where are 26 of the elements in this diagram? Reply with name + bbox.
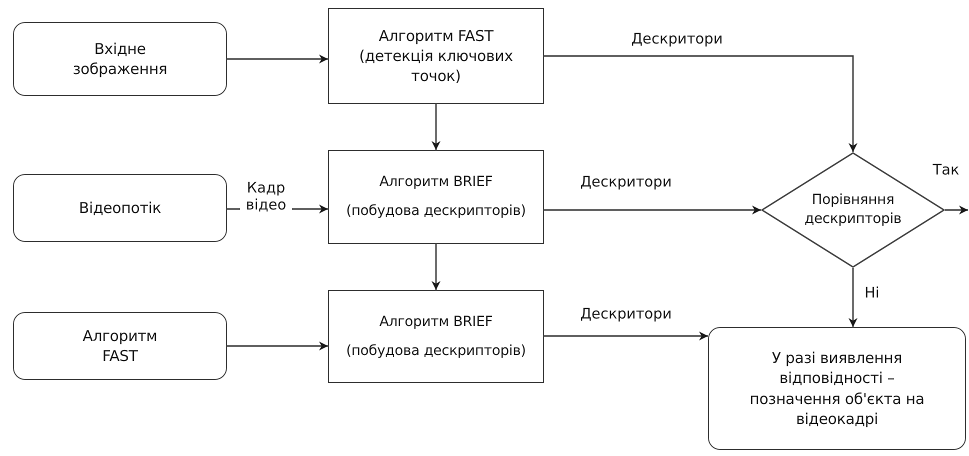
node-text: Алгоритм FAST (детекція ключових точок): [358, 26, 514, 86]
arrow: [544, 332, 708, 340]
arrow: [945, 206, 968, 214]
rounded-box: [13, 312, 227, 380]
arrow: [227, 342, 328, 350]
node-text: (побудова дескрипторів): [346, 202, 526, 221]
arrow: [544, 206, 761, 214]
arrow: [432, 104, 440, 150]
rounded-box: [13, 22, 227, 96]
node-text: Порівняння дескрипторів: [804, 191, 902, 229]
node-text: Вхідне зображення: [72, 38, 168, 80]
node-text: Алгоритм BRIEF: [379, 312, 493, 332]
rounded-box: [13, 174, 227, 242]
process-box: [328, 150, 544, 244]
node-text: (побудова дескрипторів): [346, 342, 526, 360]
process-box: [328, 8, 544, 104]
arrow: [848, 268, 858, 327]
node-text: Алгоритм FAST: [82, 326, 158, 366]
node-text: Алгоритм BRIEF: [379, 173, 493, 192]
process-box: [328, 290, 544, 383]
arrow: [432, 244, 440, 290]
arrow: [227, 54, 328, 64]
node-text: У разі виявлення відповідності – позначення об'єкта на відеокадрі: [748, 348, 926, 429]
rounded-box: [708, 327, 966, 450]
node-text: Відеопотік: [78, 198, 162, 218]
arrow: [544, 55, 858, 152]
